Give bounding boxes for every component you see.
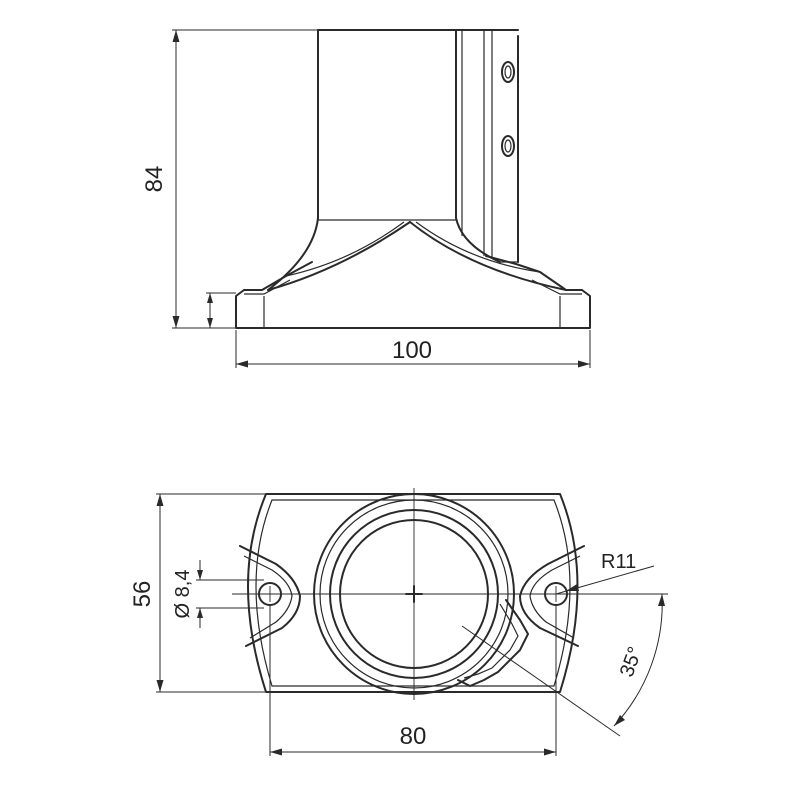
neck-rib-right-inner [415, 221, 541, 273]
depth-label: 56 [129, 581, 156, 608]
width-arrow-right [578, 360, 590, 368]
top-view: 56 Ø 8,4 80 R11 35° [129, 488, 668, 756]
height-label: 84 [141, 166, 168, 193]
neck-rib-left [267, 221, 411, 291]
neck-left [267, 29, 319, 291]
neck-rib-left-inner [285, 221, 405, 277]
hole-diameter-label: Ø 8,4 [172, 570, 194, 619]
angle-arrow-bottom [614, 715, 625, 726]
plate-arrow-bottom [207, 318, 213, 328]
width-label: 100 [392, 337, 432, 364]
width-arrow-left [236, 360, 248, 368]
tube-right-body [455, 29, 501, 263]
radius-arrow [566, 584, 579, 591]
radius-label: R11 [601, 551, 636, 573]
lug-left [239, 545, 301, 647]
hole-spacing-label: 80 [400, 723, 427, 750]
angle-leg-line [461, 625, 621, 737]
side-view: 84 100 [141, 29, 591, 368]
base-fillet-left [244, 279, 291, 295]
lug-left-inner [243, 555, 293, 639]
plate-rim [255, 499, 571, 687]
lug-right-inner [529, 555, 581, 639]
height-arrow-bottom [172, 316, 180, 328]
lug-right [519, 545, 585, 647]
plate-arrow-top [207, 293, 213, 303]
angle-arc [613, 593, 663, 727]
depth-arrow-bottom [156, 680, 164, 692]
screw-upper-icon [501, 61, 515, 83]
angle-arrow-top [658, 594, 665, 606]
angle-label: 35° [616, 644, 647, 680]
base-fillet-right [531, 279, 582, 295]
neck-rib-right [409, 221, 567, 291]
tube-slot-inner [463, 603, 519, 679]
hole-dia-arrow-bottom [197, 608, 203, 618]
plate-outline [247, 493, 579, 693]
height-arrow-top [172, 30, 180, 42]
screw-lower-icon [501, 135, 515, 157]
spacing-arrow-right [544, 748, 556, 756]
spacing-arrow-left [270, 748, 282, 756]
tube-slot [457, 599, 529, 687]
depth-arrow-top [156, 494, 164, 506]
base-plate [235, 255, 591, 329]
hole-dia-arrow-top [197, 570, 203, 580]
